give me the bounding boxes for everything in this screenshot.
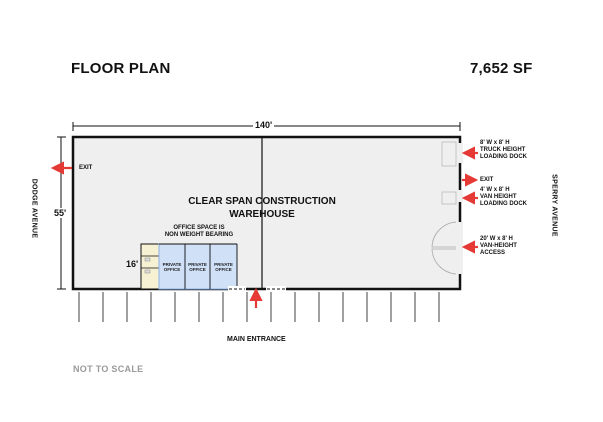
main-entrance-label: MAIN ENTRANCE [227,336,286,343]
width-dimension-label: 140' [253,120,275,130]
dock-opening-truck [457,143,463,163]
van-dock-door [441,191,457,205]
exit-west-label: EXIT [79,165,93,171]
private-office-2-room [184,243,211,290]
street-east-label: SPERRY AVENUE [550,174,558,237]
dock-opening-van [457,190,463,202]
van-dock-label: 4' W x 8' H VAN HEIGHT LOADING DOCK [480,187,527,207]
office-note-line2: NON WEIGHT BEARING [164,232,234,238]
truck-dock-label: 8' W x 8' H TRUCK HEIGHT LOADING DOCK [480,140,527,160]
private-office-3-label: PRIVATE OFFICE [214,262,233,272]
private-office-2-label: PRIVATE OFFICE [188,262,207,272]
warehouse-label-line1: CLEAR SPAN CONSTRUCTION [188,196,336,207]
private-office-1-label: PRIVATE OFFICE [162,262,182,272]
exit-east-label: EXIT [480,177,494,183]
not-to-scale-note: NOT TO SCALE [73,364,144,374]
office-dimension-label: 16' [126,259,139,269]
fixture-2 [144,269,151,274]
page-title: FLOOR PLAN [71,60,171,77]
access-opening [457,222,463,274]
area-label: 7,652 SF [470,60,533,77]
parking-stalls [78,292,440,322]
support-room [140,243,160,290]
office-note: OFFICE SPACE IS NON WEIGHT BEARING [160,225,238,239]
access-door-swing-upper [431,221,457,248]
warehouse-label: CLEAR SPAN CONSTRUCTION WAREHOUSE [176,195,348,221]
warehouse-label-line2: WAREHOUSE [229,209,295,220]
height-dimension-label: 55' [54,208,67,218]
truck-dock-door [441,141,457,167]
fixture-1 [144,257,151,262]
access-door-swing-lower [431,248,457,275]
entrance-gap-2 [266,286,286,292]
van-access-label: 20' W x 8' H VAN-HEIGHT ACCESS [480,236,517,256]
office-note-line1: OFFICE SPACE IS [173,225,225,231]
street-west-label: DODGE AVENUE [30,178,38,239]
